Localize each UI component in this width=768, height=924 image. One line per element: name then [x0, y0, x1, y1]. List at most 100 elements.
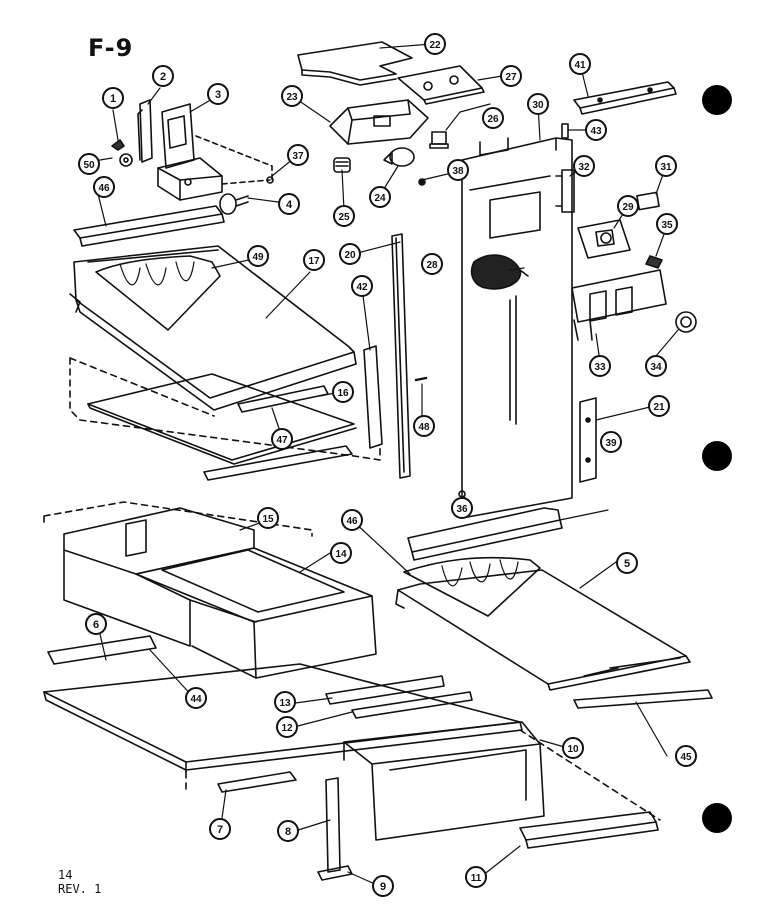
- callout-number: 25: [338, 212, 350, 223]
- callout-circle: [656, 213, 678, 235]
- callout-circle: [645, 355, 667, 377]
- callout-circle: [303, 249, 325, 271]
- callout-number: 42: [356, 282, 368, 293]
- binder-hole-middle: [702, 441, 732, 471]
- part-7-front-rail: [217, 771, 297, 793]
- callout-number: 30: [532, 100, 544, 111]
- callout-23: 23: [281, 85, 303, 107]
- callout-number: 37: [292, 151, 304, 162]
- callout-13: 13: [274, 691, 296, 713]
- callout-number: 41: [574, 60, 586, 71]
- part-49-shelf-glass: [95, 255, 221, 331]
- callout-number: 15: [262, 514, 274, 525]
- part-8-leg: [325, 777, 341, 873]
- callout-15: 15: [257, 507, 279, 529]
- part-41-rail: [573, 81, 677, 115]
- callout-44: 44: [185, 687, 207, 709]
- callout-22: 22: [424, 33, 446, 55]
- callout-number: 13: [279, 698, 291, 709]
- part-14-crisper-drawer: [135, 547, 377, 679]
- part-31-label: [636, 191, 660, 211]
- callout-circle: [278, 193, 300, 215]
- callout-25: 25: [333, 205, 355, 227]
- leader-dashed-crisper: [43, 501, 313, 537]
- callout-number: 2: [160, 71, 166, 83]
- callout-47: 47: [271, 428, 293, 450]
- callout-7: 7: [209, 818, 231, 840]
- callout-circle: [330, 542, 352, 564]
- callout-31: 31: [655, 155, 677, 177]
- callout-12: 12: [276, 716, 298, 738]
- callout-labels: 1234567891011121314151616172021222324252…: [78, 33, 697, 897]
- callout-number: 7: [217, 824, 223, 836]
- page-number: 14: [58, 868, 73, 882]
- callout-circle: [585, 119, 607, 141]
- callout-circle: [447, 159, 469, 181]
- callout-circle: [465, 866, 487, 888]
- part-46-shelf-glass: [403, 556, 541, 617]
- callout-circle: [500, 65, 522, 87]
- part-21-side-rail: [579, 397, 597, 483]
- callout-43: 43: [585, 119, 607, 141]
- callout-36: 36: [451, 497, 473, 519]
- callout-26: 26: [482, 107, 504, 129]
- callout-number: 21: [653, 402, 665, 413]
- callout-6: 6: [85, 613, 107, 635]
- callout-circle: [600, 431, 622, 453]
- part-22-top-panel: [297, 41, 413, 86]
- callout-circle: [372, 875, 394, 897]
- part-10-lower-drawer: [343, 721, 545, 841]
- callout-37: 37: [287, 144, 309, 166]
- part-50-nut: [119, 153, 133, 167]
- callout-circle: [341, 509, 363, 531]
- callout-11: 11: [465, 866, 487, 888]
- callout-circle: [451, 497, 473, 519]
- callout-35: 35: [656, 213, 678, 235]
- callout-circle: [413, 415, 435, 437]
- callout-circle: [351, 275, 373, 297]
- callout-circle: [648, 395, 670, 417]
- callout-49: 49: [247, 245, 269, 267]
- callout-number: 6: [93, 619, 99, 631]
- callout-number: 8: [285, 826, 291, 838]
- callout-circle: [93, 176, 115, 198]
- callout-20: 20: [339, 243, 361, 265]
- callout-50: 50: [78, 153, 100, 175]
- callout-number: 27: [505, 72, 517, 83]
- binder-hole-top: [702, 85, 732, 115]
- callout-circle: [616, 552, 638, 574]
- part-32-bracket: [555, 169, 575, 213]
- callout-number: 17: [308, 256, 320, 267]
- callout-16b: 16: [332, 381, 354, 403]
- callout-circle: [274, 691, 296, 713]
- callout-number: 43: [590, 126, 602, 137]
- part-23-light-housing: [329, 99, 429, 145]
- callout-30: 30: [527, 93, 549, 115]
- part-20-vertical-rail: [391, 233, 411, 479]
- callout-39: 39: [600, 431, 622, 453]
- callout-45: 45: [675, 745, 697, 767]
- callout-number: 45: [680, 752, 692, 763]
- callout-circle: [527, 93, 549, 115]
- callout-46b: 46: [341, 509, 363, 531]
- part-43-spacer: [561, 123, 569, 139]
- callout-circle: [247, 245, 269, 267]
- callout-number: 33: [594, 362, 606, 373]
- callout-number: 11: [471, 873, 482, 884]
- callout-29: 29: [617, 195, 639, 217]
- callout-46a: 46: [93, 176, 115, 198]
- callout-number: 28: [426, 260, 438, 271]
- part-34-knob: [675, 311, 697, 333]
- callout-34: 34: [645, 355, 667, 377]
- callout-circle: [339, 243, 361, 265]
- callout-circle: [333, 205, 355, 227]
- callout-circle: [675, 745, 697, 767]
- callout-38: 38: [447, 159, 469, 181]
- callout-circle: [482, 107, 504, 129]
- part-16-front-trim-lower: [203, 445, 353, 481]
- callout-circle: [617, 195, 639, 217]
- callout-number: 46: [98, 183, 110, 194]
- callout-number: 1: [110, 93, 116, 105]
